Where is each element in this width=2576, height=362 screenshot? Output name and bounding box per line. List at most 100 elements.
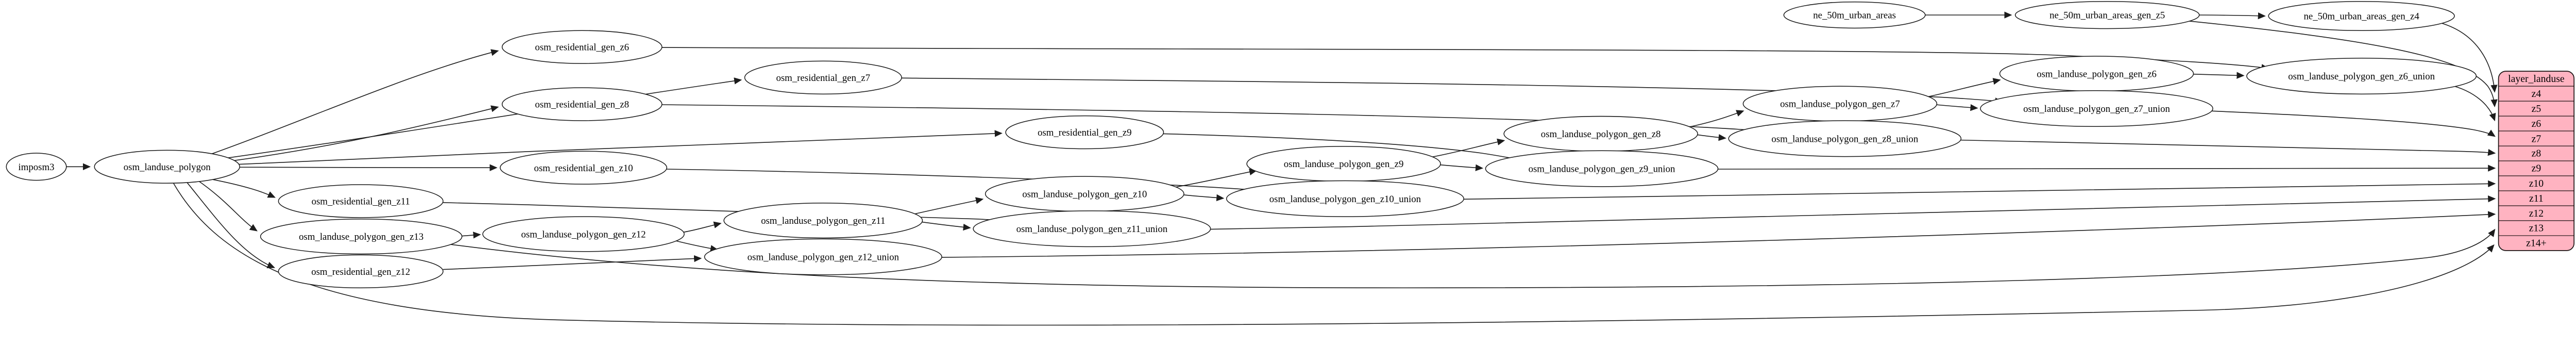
node-ne-urban-shape [1783,2,1926,29]
edge-gen-z6-to-gen-z6-union [2193,72,2245,79]
node-osm-residential-gen-z7: osm_residential_gen_z7 [744,60,902,95]
node-osm-landuse-polygon-gen-z6-union: osm_landuse_polygon_gen_z6_union [2246,58,2477,95]
node-ne-50m-urban-areas-gen-z4: ne_50m_urban_areas_gen_z4 [2268,1,2455,31]
edge-gen-z12-to-gen-z12-union [672,239,719,252]
node-osm-residential-gen-z12: osm_residential_gen_z12 [278,254,444,289]
edge-polygon-to-res-z8 [231,105,499,161]
node-imposm3: imposm3 [6,153,67,181]
node-imposm3-label: imposm3 [19,162,55,173]
node-res-z8-label: osm_residential_gen_z8 [535,100,629,110]
edge-polygon-to-gen-z13 [197,179,258,232]
record-row-z11: z11 [2529,193,2544,204]
node-osm-landuse-polygon-gen-z8: osm_landuse_polygon_gen_z8 [1503,116,1698,152]
edge-gen-z9-union-to-row-z9 [1717,164,2496,172]
node-res-z11-shape [278,184,444,218]
node-gen-z12-label: osm_landuse_polygon_gen_z12 [521,229,646,240]
pipeline-diagram: imposm3 osm_landuse_polygon osm_resident… [6,1,2575,326]
record-layer-landuse: layer_landuse z4 z5 z6 z7 z8 z9 z10 z11 … [2498,71,2575,251]
edge-polygon-to-row-z14 [172,182,2495,326]
node-res-z12-shape [278,254,444,289]
node-gen-z11-shape [723,203,923,239]
node-gen-z7-union-shape [1980,90,2213,127]
node-ne-urban-label: ne_50m_urban_areas [1813,10,1896,21]
node-res-z9-label: osm_residential_gen_z9 [1038,127,1132,138]
node-res-z7-label: osm_residential_gen_z7 [776,73,870,84]
edge-ne-urban-z5-to-ne-urban-z4 [2199,12,2266,20]
edge-gen-z9-to-gen-z8 [1429,138,1505,158]
node-ne-50m-urban-areas: ne_50m_urban_areas [1783,2,1926,29]
node-osm-residential-gen-z10: osm_residential_gen_z10 [500,151,667,185]
edge-gen-z10-to-gen-z9 [1173,168,1258,188]
node-osm-residential-gen-z8: osm_residential_gen_z8 [501,87,663,121]
edge-gen-z7-to-gen-z7-union [1936,104,1978,111]
node-gen-z6-union-label: osm_landuse_polygon_gen_z6_union [2288,71,2435,82]
node-osm-landuse-polygon-shape [94,150,241,184]
node-ne-urban-z5-label: ne_50m_urban_areas_gen_z5 [2049,10,2165,21]
edge-gen-z6-union-to-row-z6 [2449,84,2496,122]
node-osm-landuse-polygon-gen-z6: osm_landuse_polygon_gen_z6 [1999,56,2194,92]
node-ne-50m-urban-areas-gen-z5: ne_50m_urban_areas_gen_z5 [2014,1,2200,29]
edge-gen-z7-to-gen-z6 [1927,78,2001,97]
edge-gen-z7-union-to-row-z7 [2211,110,2496,137]
edge-gen-z11-to-gen-z10 [911,197,984,216]
node-gen-z13-shape [260,219,463,255]
edge-gen-z12-union-to-row-z12 [941,211,2496,258]
node-osm-residential-gen-z11: osm_residential_gen_z11 [278,184,444,218]
edge-res-z8-to-gen-z8-union [662,104,1767,135]
edge-gen-z8-union-to-row-z8 [1960,139,2496,156]
node-osm-landuse-polygon-gen-z10: osm_landuse_polygon_gen_z10 [985,176,1184,212]
edge-ne-urban-z5-to-row-z5 [2187,20,2498,108]
edge-polygon-to-res-z10 [240,164,498,171]
node-gen-z9-union-label: osm_landuse_polygon_gen_z9_union [1529,164,1675,175]
node-osm-residential-gen-z6: osm_residential_gen_z6 [501,30,663,64]
record-row-z5: z5 [2532,103,2541,114]
edge-gen-z13-to-gen-z12 [462,232,481,239]
node-osm-landuse-polygon-gen-z11: osm_landuse_polygon_gen_z11 [723,203,923,239]
node-osm-landuse-polygon-gen-z8-union: osm_landuse_polygon_gen_z8_union [1728,120,1962,157]
node-ne-urban-z5-shape [2014,1,2200,29]
record-row-z13: z13 [2529,222,2544,234]
node-gen-z9-label: osm_landuse_polygon_gen_z9 [1284,159,1404,170]
node-ne-urban-z4-shape [2268,1,2455,31]
edge-gen-z9-to-gen-z9-union [1439,164,1484,171]
node-res-z8-shape [501,87,663,121]
node-osm-landuse-polygon-gen-z13: osm_landuse_polygon_gen_z13 [260,219,463,255]
node-gen-z12-union-shape [704,238,942,275]
edge-gen-z12-to-gen-z11 [683,221,722,233]
node-gen-z8-union-label: osm_landuse_polygon_gen_z8_union [1771,134,1918,144]
edge-polygon-to-res-z12 [186,181,276,269]
node-gen-z12-union-label: osm_landuse_polygon_gen_z12_union [748,252,900,263]
node-gen-z10-union-shape [1226,180,1464,217]
edge-ne-urban-z4-to-row-z4 [2438,22,2498,93]
nodes: imposm3 osm_landuse_polygon osm_resident… [6,1,2477,289]
edge-res-z7-to-gen-z7-union [902,77,2003,105]
node-res-z10-label: osm_residential_gen_z10 [534,163,633,174]
edge-polygon-to-res-z6 [208,49,499,156]
node-osm-landuse-polygon-gen-z9-union: osm_landuse_polygon_gen_z9_union [1485,150,1719,187]
edges [66,11,2498,326]
record-row-z10: z10 [2529,178,2544,189]
node-res-z10-shape [500,151,667,185]
node-gen-z6-union-shape [2246,58,2477,95]
record-row-z4: z4 [2532,88,2541,100]
edge-gen-z8-to-gen-z7 [1687,110,1744,128]
node-osm-landuse-polygon-gen-z7-union: osm_landuse_polygon_gen_z7_union [1980,90,2213,127]
record-row-z7: z7 [2532,133,2541,144]
edge-res-z9-to-gen-z9-union [1163,133,1524,163]
record-row-z12: z12 [2529,208,2544,219]
node-osm-landuse-polygon-label: osm_landuse_polygon [124,162,211,173]
node-osm-landuse-polygon-gen-z10-union: osm_landuse_polygon_gen_z10_union [1226,180,1464,217]
edge-gen-z11-to-gen-z11-union [921,221,971,231]
node-res-z11-label: osm_residential_gen_z11 [312,196,410,207]
node-gen-z10-union-label: osm_landuse_polygon_gen_z10_union [1269,194,1421,205]
record-row-z9: z9 [2532,163,2541,174]
node-osm-landuse-polygon-gen-z12-union: osm_landuse_polygon_gen_z12_union [704,238,942,275]
edge-res-z6-to-gen-z6-union [662,47,2269,71]
edge-polygon-to-res-z9 [239,130,1003,165]
node-osm-landuse-polygon-gen-z11-union: osm_landuse_polygon_gen_z11_union [973,210,1211,248]
node-osm-landuse-polygon-gen-z12: osm_landuse_polygon_gen_z12 [482,216,685,252]
node-res-z12-label: osm_residential_gen_z12 [311,267,410,277]
node-imposm3-shape [6,153,67,181]
node-res-z7-shape [744,60,902,95]
node-osm-landuse-polygon: osm_landuse_polygon [94,150,241,184]
